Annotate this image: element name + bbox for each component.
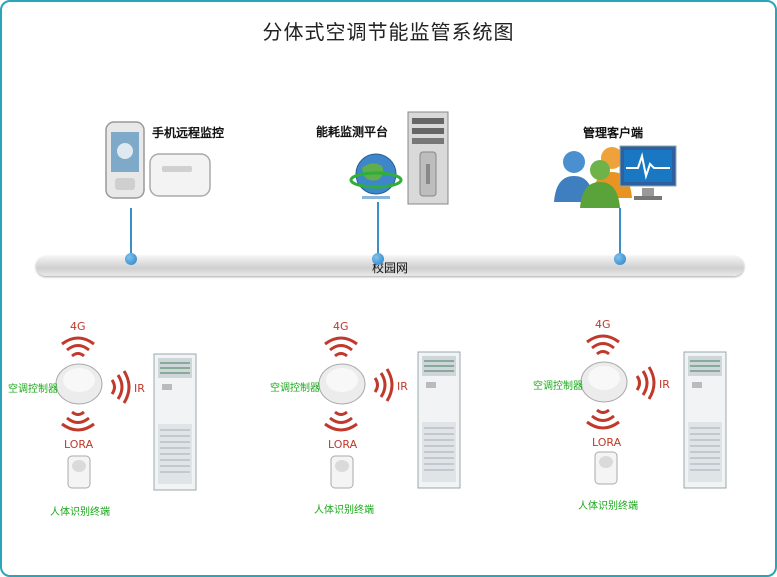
mobile-monitor-label: 手机远程监控	[152, 126, 225, 140]
ir-wave-icon	[635, 366, 656, 400]
diagram-title: 分体式空调节能监管系统图	[262, 20, 515, 44]
ac-controller-icon	[55, 363, 103, 405]
sensor-label: 人体识别终端	[314, 505, 374, 516]
network-label: 校园网	[371, 261, 408, 275]
ac-controller-icon	[318, 363, 366, 405]
link-mobile	[130, 208, 132, 258]
client-label: 管理客户端	[583, 126, 644, 140]
link-platform	[377, 202, 379, 258]
signal-4g-label: 4G	[595, 318, 611, 331]
lora-label: LORA	[64, 438, 94, 451]
server-icon	[407, 111, 449, 205]
platform-label: 能耗监测平台	[316, 125, 389, 139]
ac-controller-icon	[580, 361, 628, 403]
human-sensor-icon	[594, 451, 618, 485]
controller-label: 空调控制器	[533, 381, 583, 392]
ir-label: IR	[134, 382, 145, 395]
sensor-label: 人体识别终端	[578, 501, 638, 512]
ir-label: IR	[659, 378, 670, 391]
controller-label: 空调控制器	[8, 384, 58, 395]
air-conditioner-icon	[153, 353, 197, 491]
4g-wave-icon	[324, 336, 358, 358]
ir-wave-icon	[110, 370, 131, 404]
signal-4g-label: 4G	[333, 320, 349, 333]
human-sensor-icon	[67, 455, 91, 489]
lora-wave-icon	[324, 410, 358, 432]
bus-node-client	[614, 253, 626, 265]
link-client	[619, 208, 621, 258]
4g-wave-icon	[586, 334, 620, 356]
controller-label: 空调控制器	[270, 383, 320, 394]
sensor-label: 人体识别终端	[50, 507, 110, 518]
lora-label: LORA	[328, 438, 358, 451]
mobile-phone-icon	[105, 121, 211, 199]
air-conditioner-icon	[417, 351, 461, 489]
ir-wave-icon	[373, 368, 394, 402]
users-computer-icon	[554, 145, 677, 208]
lora-wave-icon	[61, 410, 95, 432]
globe-icon	[349, 153, 403, 199]
ir-label: IR	[397, 380, 408, 393]
lora-label: LORA	[592, 436, 622, 449]
campus-network-bus: 校园网	[36, 256, 744, 276]
air-conditioner-icon	[683, 351, 727, 489]
signal-4g-label: 4G	[70, 320, 86, 333]
human-sensor-icon	[330, 455, 354, 489]
bus-node-mobile	[125, 253, 137, 265]
bus-node-platform	[372, 253, 384, 265]
4g-wave-icon	[61, 336, 95, 358]
lora-wave-icon	[586, 408, 620, 430]
